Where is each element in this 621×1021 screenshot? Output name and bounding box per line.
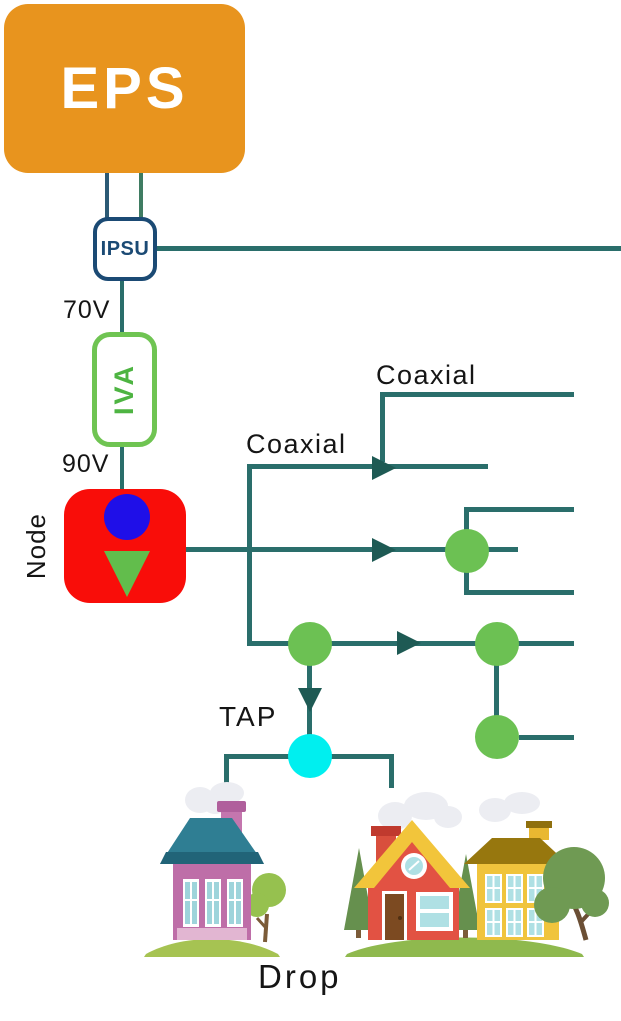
arrow-right-icon — [397, 631, 421, 655]
chimney-cap — [526, 821, 552, 828]
iva-box: IVA — [92, 332, 157, 447]
roof-eave — [160, 852, 264, 864]
windows — [485, 874, 544, 937]
iva-node-line — [120, 447, 124, 489]
voltage-70-label: 70V — [63, 296, 111, 324]
purple-house — [144, 782, 286, 957]
ipsu-iva-line — [120, 281, 124, 332]
houses-illustration — [144, 782, 609, 957]
tap-circle — [288, 734, 332, 778]
splitter-a-top-branch — [464, 507, 574, 512]
splitter-circle-b — [288, 622, 332, 666]
splitter-circle-c — [475, 622, 519, 666]
chimney-cap — [217, 801, 246, 812]
roof — [464, 838, 568, 864]
splitter-circle-a — [445, 529, 489, 573]
coaxial-lower-line — [247, 464, 488, 469]
eps-label: EPS — [60, 56, 189, 121]
splitter-a-bottom-branch — [464, 590, 574, 595]
ipsu-label: IPSU — [100, 237, 150, 260]
red-and-yellow-houses — [344, 792, 609, 957]
ipsu-feeder-line — [157, 246, 621, 251]
iva-label: IVA — [109, 363, 139, 416]
tap-label: TAP — [219, 701, 278, 732]
eps-ipsu-line-right — [139, 172, 143, 218]
coaxial-lower-label: Coaxial — [246, 429, 347, 459]
house-base — [177, 928, 247, 940]
eps-box: EPS — [4, 4, 245, 173]
eps-ipsu-line-left — [105, 172, 109, 218]
node-coaxial-line — [186, 547, 518, 552]
chimney-cap — [371, 826, 401, 836]
red-house — [354, 820, 470, 940]
windows — [183, 879, 243, 927]
yellow-house — [464, 821, 568, 940]
door — [385, 894, 404, 940]
arrow-right-icon — [372, 538, 396, 562]
splitter-circle-d — [475, 715, 519, 759]
grass-mound — [345, 937, 584, 957]
splitter-c-down-line — [494, 664, 499, 717]
conifer-tree — [344, 848, 374, 938]
drop-label: Drop — [258, 958, 342, 995]
coaxial-branch-line — [380, 394, 385, 462]
drop-line-left — [224, 754, 229, 788]
node-indicator-circle-icon — [104, 494, 150, 540]
riser-line — [247, 464, 252, 646]
smoke — [378, 792, 540, 830]
arrow-right-icon — [372, 456, 396, 480]
tree — [245, 873, 286, 943]
round-tree — [534, 847, 609, 941]
splitter-a-top-riser — [464, 507, 469, 531]
splitter-d-stub-line — [519, 735, 574, 740]
splitter-a-bottom-riser — [464, 571, 469, 595]
node-label: Node — [20, 512, 51, 580]
coaxial-upper-line — [380, 392, 574, 397]
ipsu-box: IPSU — [93, 217, 157, 281]
drop-line-right — [389, 754, 394, 788]
grass-mound — [144, 939, 280, 957]
voltage-90-label: 90V — [62, 450, 110, 478]
node-indicator-triangle-icon — [104, 551, 150, 597]
arrow-down-icon — [298, 688, 322, 712]
node-label-wrap: Node — [18, 489, 54, 603]
coaxial-upper-label: Coaxial — [376, 360, 477, 390]
